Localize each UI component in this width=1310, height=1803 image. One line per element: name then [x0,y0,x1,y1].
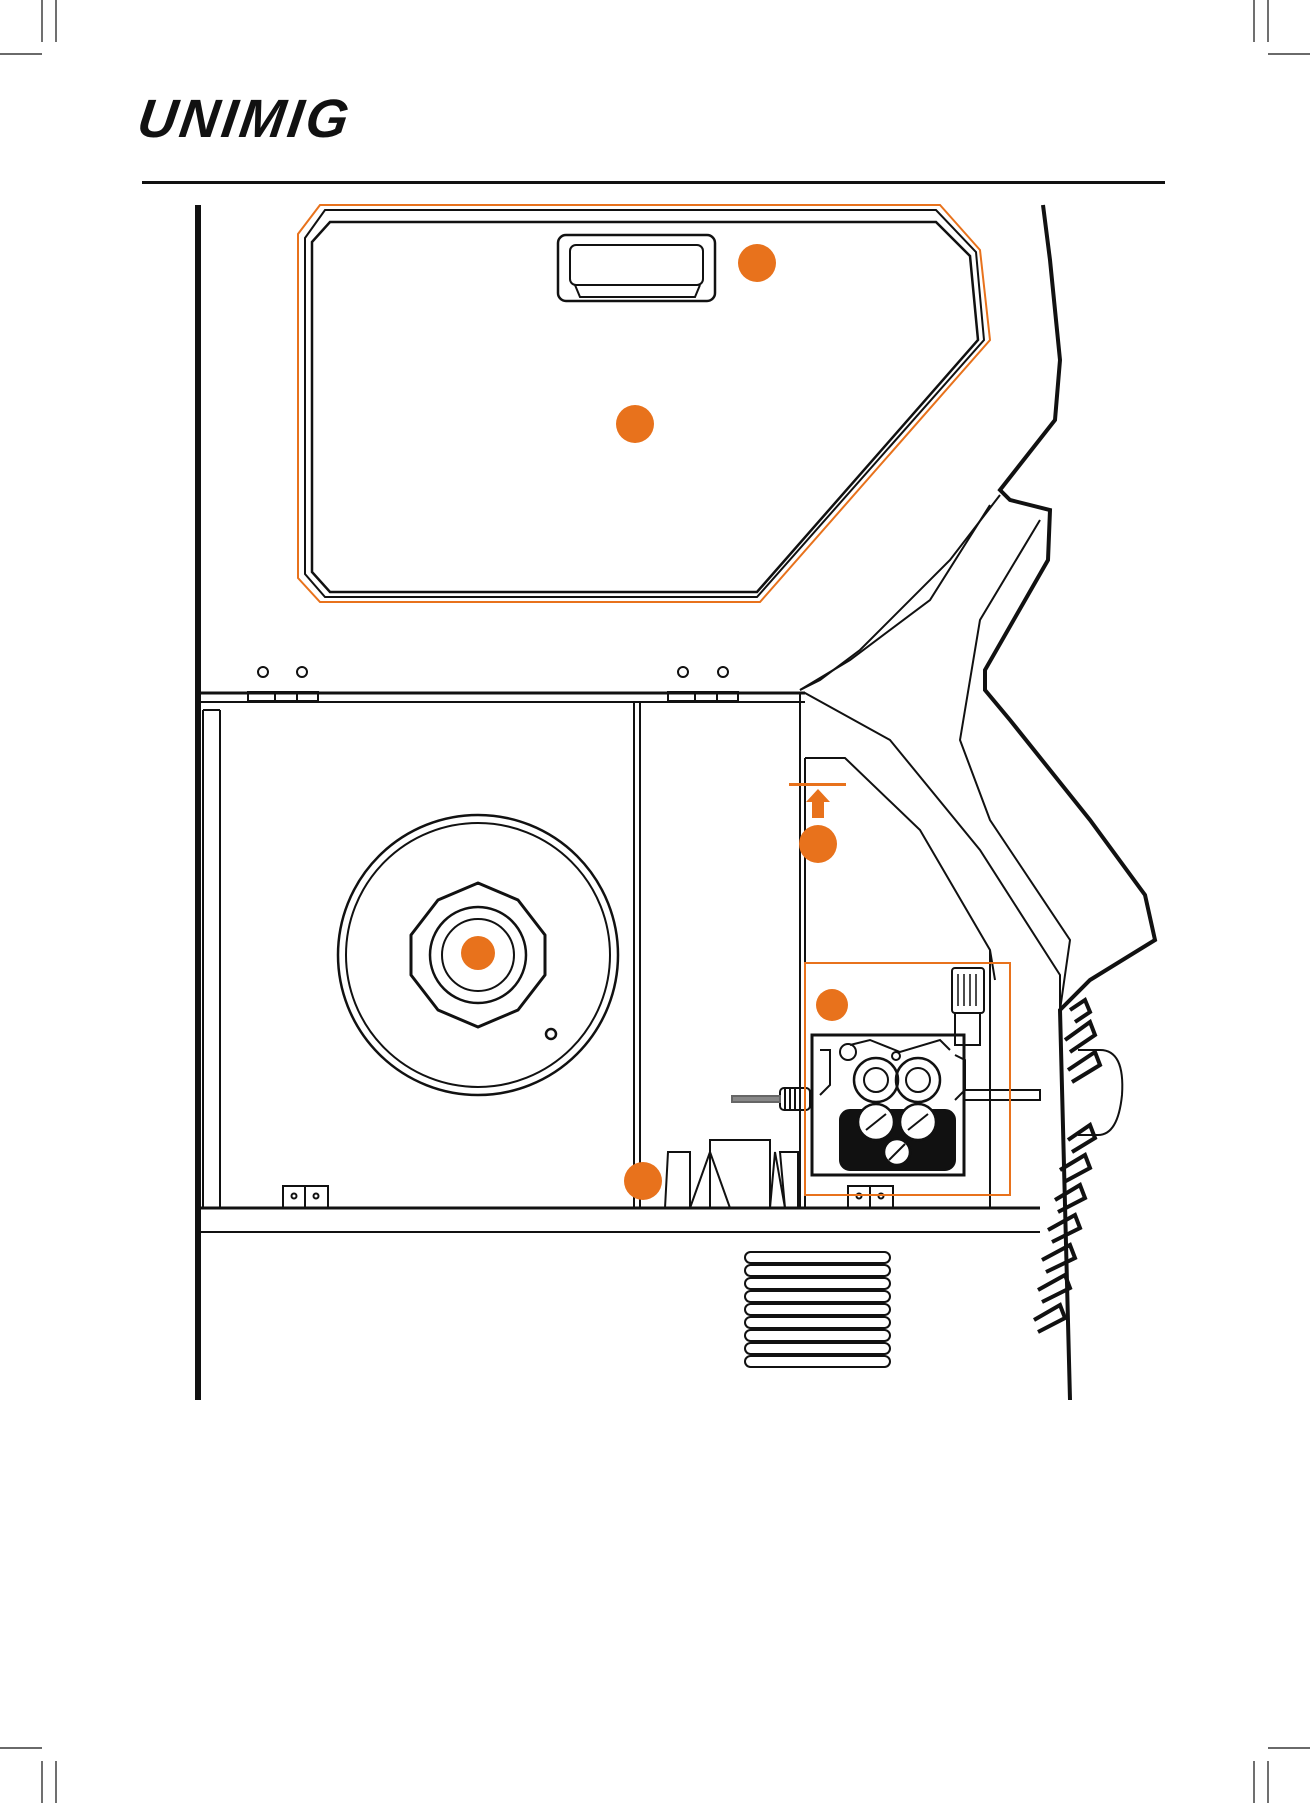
drive-unit [732,968,1040,1175]
bottom-hinge-right [848,1186,893,1208]
door-latch-callout [738,244,776,282]
side-door-panel [312,222,978,592]
side-door-inner [305,210,984,597]
side-door-callout [616,405,654,443]
hinge-left [248,667,318,701]
roller-storage [660,1140,800,1208]
vent-slots [745,1252,890,1367]
liner-arrow [789,783,846,818]
torch-liner-callout [799,825,837,863]
side-door-outer [298,205,990,602]
spool-hub-callout [461,936,495,970]
bottom-hinge-left [283,1186,328,1208]
drive-unit-callout [816,989,848,1021]
roller-storage-callout [624,1162,662,1200]
hinge-right [668,667,738,701]
machine-right-contour [985,205,1155,1400]
